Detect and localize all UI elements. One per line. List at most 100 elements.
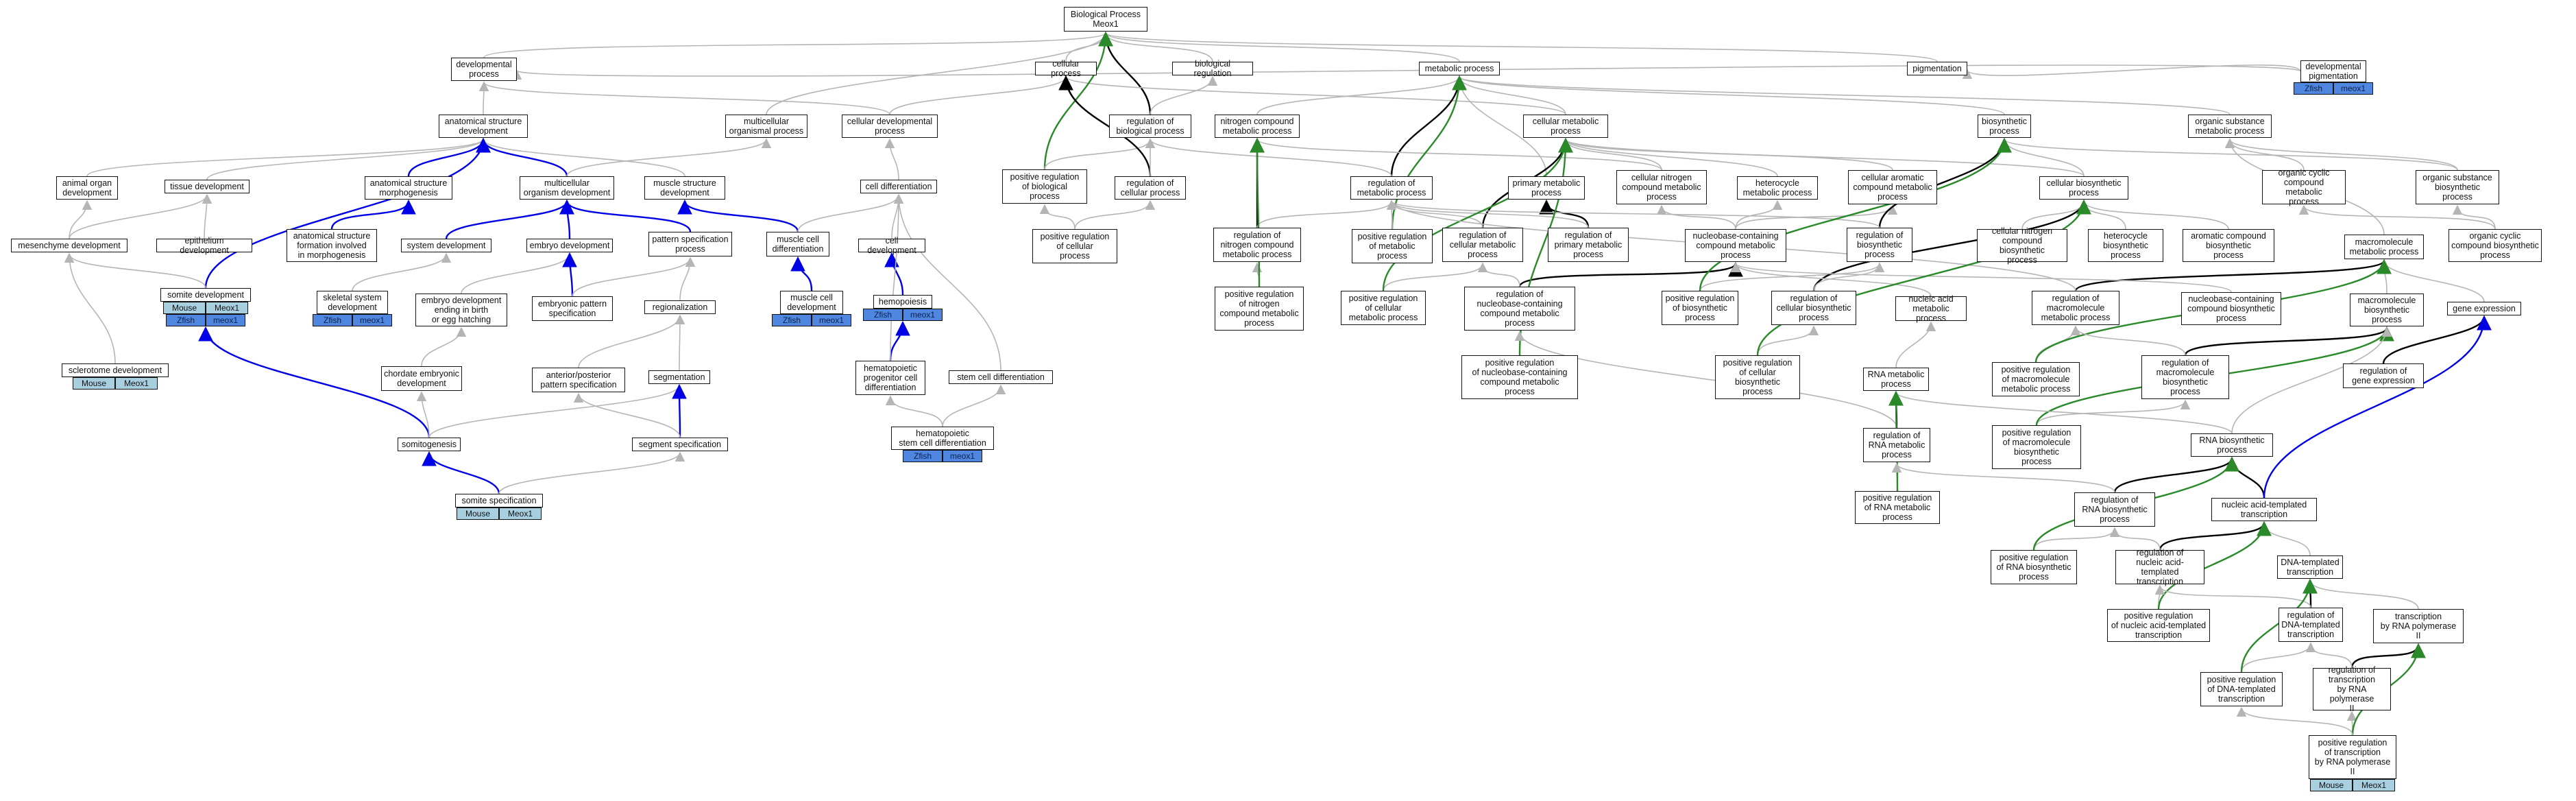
go-term-node[interactable]: organic cyclic compound biosynthetic pro… [2449, 229, 2542, 262]
go-term-node[interactable]: regulation of nitrogen compound metaboli… [1213, 228, 1301, 262]
go-term-node[interactable]: macromolecule metabolic process [2344, 235, 2424, 259]
go-term-node[interactable]: cellular developmental process [842, 115, 938, 138]
go-term-node[interactable]: cell differentiation [860, 180, 937, 193]
go-term-node[interactable]: somite specification [455, 494, 543, 507]
zfish-annotation-tag[interactable]: meox1 [352, 314, 392, 326]
go-term-node[interactable]: RNA metabolic process [1863, 368, 1929, 391]
go-term-node[interactable]: hemopoiesis [873, 295, 932, 309]
zfish-annotation-tag[interactable]: Zfish [313, 314, 352, 326]
go-term-node[interactable]: nucleobase-containing compound biosynthe… [2181, 292, 2281, 325]
zfish-annotation-tag[interactable]: meox1 [812, 314, 851, 326]
go-term-node[interactable]: positive regulation of DNA-templated tra… [2200, 672, 2283, 706]
go-term-node[interactable]: embryo development [526, 239, 613, 252]
go-term-node[interactable]: regulation of macromolecule biosynthetic… [2141, 355, 2229, 399]
go-term-node[interactable]: regulation of transcription by RNA polym… [2313, 665, 2391, 713]
go-term-node[interactable]: system development [401, 239, 491, 252]
go-term-node[interactable]: regionalization [644, 300, 716, 314]
go-term-node[interactable]: regulation of biological process [1109, 115, 1191, 138]
go-term-node[interactable]: somite development [160, 288, 251, 302]
zfish-annotation-tag[interactable]: Zfish [2294, 82, 2333, 95]
go-term-node[interactable]: positive regulation of cellular metaboli… [1341, 291, 1426, 325]
go-term-node[interactable]: regulation of metabolic process [1350, 176, 1433, 200]
go-term-node[interactable]: skeletal system development [317, 291, 388, 314]
zfish-annotation-tag[interactable]: meox1 [2333, 82, 2373, 95]
go-term-node[interactable]: anatomical structure development [439, 115, 528, 138]
go-term-node[interactable]: positive regulation of nitrogen compound… [1215, 287, 1304, 331]
go-term-node[interactable]: regulation of cellular process [1115, 176, 1186, 200]
mouse-annotation-tag[interactable]: Meox1 [115, 377, 158, 390]
go-term-node[interactable]: developmental process [451, 58, 517, 81]
go-term-node[interactable]: RNA biosynthetic process [2191, 433, 2273, 457]
go-term-node[interactable]: positive regulation of transcription by … [2309, 735, 2396, 779]
go-term-node[interactable]: somitogenesis [398, 438, 461, 451]
zfish-annotation-tag[interactable]: Zfish [772, 314, 812, 326]
go-term-node[interactable]: regulation of biosynthetic process [1847, 228, 1912, 262]
go-term-node[interactable]: anatomical structure morphogenesis [365, 176, 452, 200]
mouse-annotation-tag[interactable]: Meox1 [2353, 779, 2395, 791]
go-term-node[interactable]: positive regulation of RNA metabolic pro… [1855, 491, 1940, 524]
mouse-annotation-tag[interactable]: Mouse [2310, 779, 2353, 791]
go-term-node[interactable]: regulation of gene expression [2343, 363, 2424, 388]
go-term-node[interactable]: cellular metabolic process [1523, 115, 1608, 138]
go-term-node[interactable]: organic substance metabolic process [2188, 115, 2272, 138]
go-term-node[interactable]: pattern specification process [648, 232, 732, 256]
zfish-annotation-tag[interactable]: Zfish [903, 450, 943, 462]
go-term-node[interactable]: regulation of DNA-templated transcriptio… [2279, 608, 2343, 642]
go-term-node[interactable]: gene expression [2447, 302, 2521, 315]
go-term-node[interactable]: regulation of cellular biosynthetic proc… [1771, 291, 1856, 325]
go-term-node[interactable]: metabolic process [1419, 62, 1500, 75]
go-term-node[interactable]: regulation of macromolecule metabolic pr… [2032, 291, 2119, 325]
go-term-node[interactable]: cellular biosynthetic process [2039, 176, 2128, 200]
go-term-node[interactable]: cellular process [1035, 59, 1097, 78]
go-term-node[interactable]: hematopoietic stem cell differentiation [891, 427, 994, 450]
go-term-node[interactable]: heterocycle biosynthetic process [2088, 229, 2163, 262]
go-term-node[interactable]: pigmentation [1907, 62, 1967, 75]
go-term-node[interactable]: positive regulation of macromolecule met… [1992, 362, 2080, 396]
go-term-node[interactable]: muscle cell differentiation [766, 232, 829, 256]
go-term-node[interactable]: epithelium development [156, 236, 252, 255]
zfish-annotation-tag[interactable]: meox1 [943, 450, 982, 462]
go-term-node[interactable]: primary metabolic process [1508, 176, 1585, 200]
go-term-node[interactable]: sclerotome development [62, 363, 169, 377]
go-term-node[interactable]: positive regulation of macromolecule bio… [1992, 425, 2081, 469]
mouse-annotation-tag[interactable]: Mouse [457, 507, 499, 520]
go-term-node[interactable]: regulation of RNA metabolic process [1863, 428, 1930, 462]
go-term-node[interactable]: animal organ development [56, 176, 118, 200]
go-term-node[interactable]: nucleic acid-templated transcription [2211, 498, 2317, 521]
go-term-node[interactable]: organic cyclic compound metabolic proces… [2262, 168, 2346, 206]
go-term-node[interactable]: biological regulation [1172, 59, 1253, 78]
mouse-annotation-tag[interactable]: Meox1 [499, 507, 542, 520]
go-term-node[interactable]: multicellular organismal process [725, 115, 807, 138]
mouse-annotation-tag[interactable]: Mouse [73, 377, 115, 390]
mouse-annotation-tag[interactable]: Mouse [163, 302, 206, 314]
go-term-node[interactable]: positive regulation of nucleic acid-temp… [2107, 609, 2210, 642]
go-term-node[interactable]: segmentation [648, 370, 710, 384]
go-term-node[interactable]: heterocycle metabolic process [1737, 176, 1818, 200]
go-term-node[interactable]: positive regulation of cellular process [1032, 229, 1117, 263]
go-term-node[interactable]: anterior/posterior pattern specification [532, 368, 625, 392]
go-term-node[interactable]: regulation of cellular metabolic process [1442, 228, 1523, 262]
zfish-annotation-tag[interactable]: Zfish [166, 314, 206, 326]
go-term-node[interactable]: multicellular organism development [520, 176, 614, 200]
go-term-node[interactable]: muscle cell development [780, 291, 843, 314]
go-term-node[interactable]: embryonic pattern specification [532, 296, 613, 321]
go-term-node[interactable]: stem cell differentiation [949, 370, 1053, 384]
go-term-node[interactable]: cellular nitrogen compound metabolic pro… [1616, 170, 1707, 204]
go-term-node[interactable]: regulation of nucleobase-containing comp… [1464, 287, 1575, 331]
go-term-node[interactable]: cellular nitrogen compound biosynthetic … [1977, 226, 2067, 265]
go-term-node[interactable]: DNA-templated transcription [2277, 555, 2343, 579]
zfish-annotation-tag[interactable]: Zfish [863, 309, 903, 321]
mouse-annotation-tag[interactable]: Meox1 [206, 302, 248, 314]
go-term-node[interactable]: transcription by RNA polymerase II [2373, 609, 2464, 643]
go-term-node[interactable]: nucleic acid metabolic process [1895, 294, 1967, 323]
go-term-node[interactable]: muscle structure development [644, 176, 725, 200]
go-term-node[interactable]: positive regulation of nucleobase-contai… [1461, 355, 1578, 399]
zfish-annotation-tag[interactable]: meox1 [206, 314, 245, 326]
go-term-node[interactable]: aromatic compound biosynthetic process [2183, 229, 2274, 262]
go-term-node[interactable]: tissue development [165, 180, 250, 193]
go-term-node[interactable]: developmental pigmentation [2300, 60, 2366, 82]
go-term-node[interactable]: hematopoietic progenitor cell differenti… [855, 361, 925, 395]
go-term-node[interactable]: organic substance biosynthetic process [2416, 170, 2499, 204]
go-term-node[interactable]: regulation of primary metabolic process [1548, 228, 1629, 262]
go-term-node[interactable]: regulation of nucleic acid-templated tra… [2115, 548, 2204, 586]
